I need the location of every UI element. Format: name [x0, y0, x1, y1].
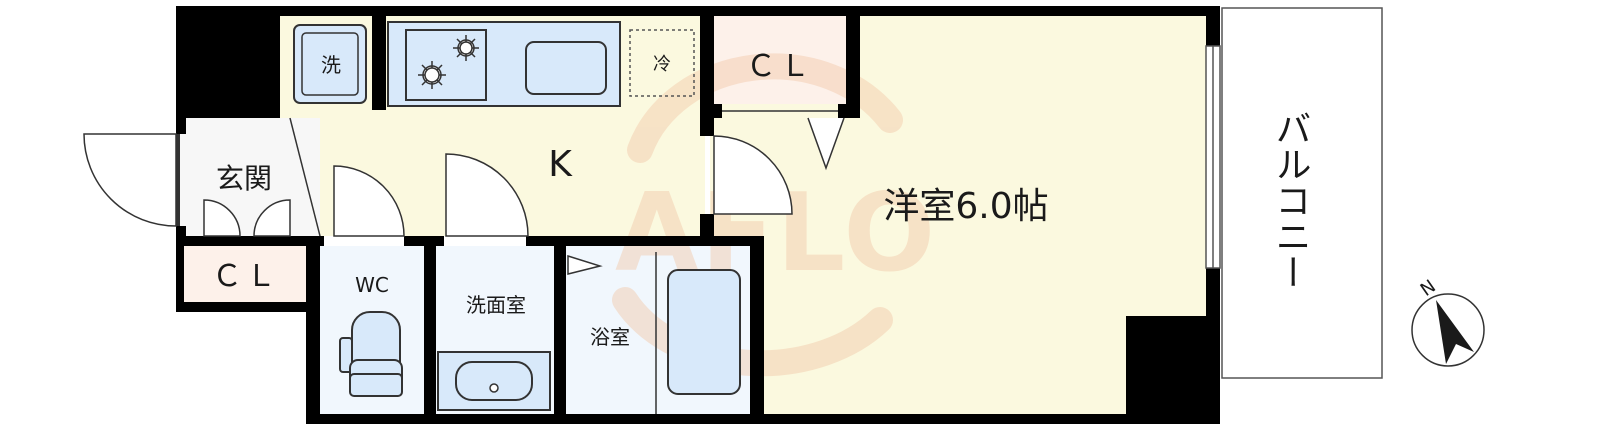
fridge-space: 冷	[629, 29, 695, 97]
balcony-label: バルコニー	[1270, 110, 1311, 290]
compass: N	[1411, 276, 1485, 367]
toilet-label: WC	[355, 273, 389, 297]
closet-door-left	[203, 199, 241, 237]
entrance-label: 玄関	[216, 162, 272, 195]
walls	[176, 6, 1220, 424]
bathroom-label: 浴室	[590, 325, 630, 349]
washer-space: 洗	[293, 24, 367, 104]
washroom-label: 洗面室	[466, 293, 526, 317]
wash-basin	[437, 351, 551, 411]
washroom-door	[445, 153, 529, 237]
closet-entrance-label: ＣＬ	[212, 259, 280, 294]
floor-balcony	[1221, 7, 1383, 379]
burner-icon	[453, 35, 479, 61]
western-room-label: 洋室6.0帖	[883, 186, 1048, 227]
room-door	[713, 135, 793, 215]
doors	[83, 110, 845, 275]
washer-label: 洗	[321, 53, 341, 77]
closet-door-right	[253, 199, 291, 237]
kitchen-label: K	[548, 144, 573, 185]
floor-closet-main	[710, 16, 850, 104]
room-labels: 玄関 ＣＬ ＣＬ K WC 洗面室 浴室 洋室6.0帖 バルコニー	[212, 49, 1311, 349]
stove-top	[405, 29, 487, 101]
kitchen-counter	[387, 21, 621, 107]
entrance-door	[83, 133, 177, 227]
fridge-label: 冷	[653, 54, 671, 75]
washer-box	[293, 24, 367, 104]
bathtub	[655, 252, 741, 414]
fridge-box	[629, 29, 695, 97]
sink-basin	[525, 41, 607, 95]
balcony-window	[1205, 45, 1221, 269]
toilet-door	[333, 165, 405, 237]
north-arrow-icon	[1436, 300, 1474, 364]
toilet-fixture	[339, 311, 403, 397]
bathroom-door	[567, 254, 603, 275]
closet-main-label: ＣＬ	[746, 49, 814, 84]
floor-closet-entrance	[180, 246, 306, 302]
burner-icon	[418, 61, 446, 89]
closet-main-door	[807, 117, 845, 171]
watermark-arc-bottom	[612, 287, 893, 377]
watermark: AFLO	[612, 53, 935, 377]
